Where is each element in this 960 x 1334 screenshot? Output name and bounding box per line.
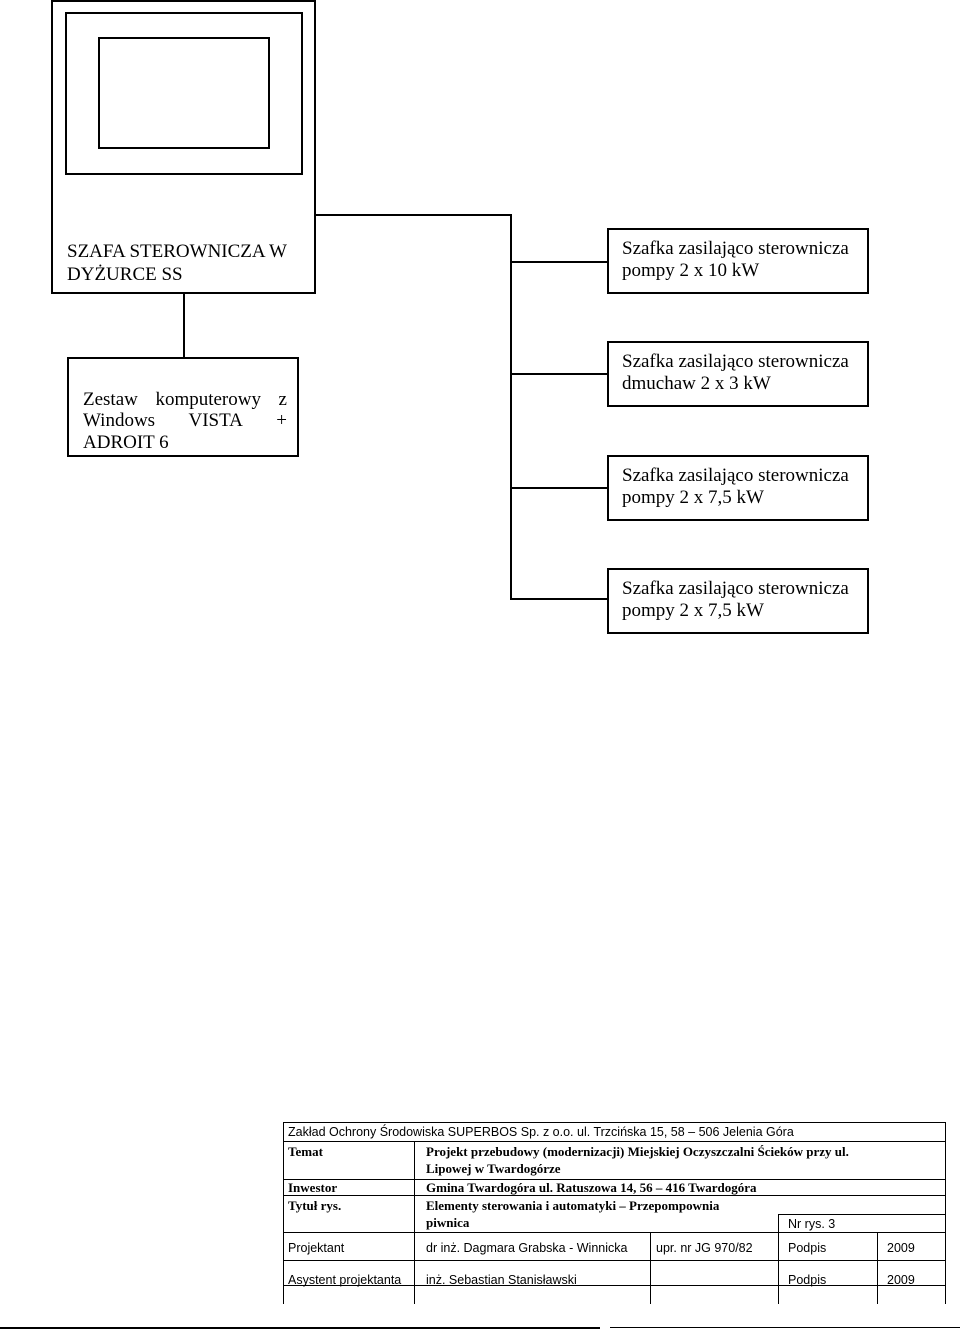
link-cabinet-2 [510,373,608,375]
tb-rule-5 [283,1260,946,1261]
cabinet-2-line2: dmuchaw 2 x 3 kW [622,373,771,394]
tb-asystent-name: inż. Sebastian Stanisławski [426,1273,577,1287]
tb-vrule-year [877,1232,878,1304]
computer-word-1: Zestaw [83,389,138,410]
tb-top-border [283,1122,946,1123]
page-bottom-rule-right [610,1327,960,1328]
computer-word-6: + [276,410,287,431]
tb-vrule-podpis [778,1232,779,1304]
cabinet-box-4 [607,568,869,634]
computer-label-line1: Zestaw komputerowy z [83,389,287,411]
link-cabinet-4 [510,598,608,600]
tb-rule-1 [283,1141,946,1142]
cabinet-1-line1: Szafka zasilająco sterownicza [622,238,849,259]
tb-vrule-label [414,1141,415,1304]
tb-vrule-upr [650,1232,651,1304]
bus-main-vertical [510,214,512,600]
computer-word-2: komputerowy [155,389,261,410]
cabinet-4-line2: pompy 2 x 7,5 kW [622,600,764,621]
tb-projektant-name: dr inż. Dagmara Grabska - Winnicka [426,1241,628,1255]
cabinet-box-1 [607,228,869,294]
bus-top-horizontal [316,214,512,216]
cabinet-box-3 [607,455,869,521]
tb-temat-line2: Lipowej w Twardogórze [426,1161,561,1176]
main-cabinet-label-line2: DYŻURCE SS [67,264,183,285]
cabinet-1-line2: pompy 2 x 10 kW [622,260,760,281]
tb-podpis-label-1: Podpis [788,1241,827,1255]
tb-projektant-upr: upr. nr JG 970/82 [656,1241,753,1255]
link-cabinet-3 [510,487,608,489]
main-cabinet-label-line1: SZAFA STEROWNICZA W [67,241,287,262]
cabinet-2-line1: Szafka zasilająco sterownicza [622,351,849,372]
tb-year-1: 2009 [887,1241,915,1255]
tb-nr-rys: Nr rys. 3 [788,1217,836,1231]
page-bottom-rule-left [0,1327,600,1329]
link-computer [183,294,185,358]
tb-temat-line1: Projekt przebudowy (modernizacji) Miejsk… [426,1144,849,1159]
tb-tytul-line2: piwnica [426,1215,470,1230]
tb-podpis-label-2: Podpis [788,1273,827,1287]
link-cabinet-1 [510,261,608,263]
tb-right-border [945,1122,946,1304]
tb-asystent-label: Asystent projektanta [288,1273,402,1287]
computer-word-4: Windows [83,410,156,431]
tb-left-border [283,1122,284,1304]
tb-inwestor-value: Gmina Twardogóra ul. Ratuszowa 14, 56 – … [426,1180,757,1195]
computer-word-3: z [278,389,287,410]
main-cabinet-screen-inner [98,37,270,149]
tb-rule-2 [283,1179,946,1180]
title-block: Zakład Ochrony Środowiska SUPERBOS Sp. z… [283,1122,946,1304]
tb-year-2: 2009 [887,1273,915,1287]
tb-projektant-label: Projektant [288,1241,345,1255]
computer-label-line2: Windows VISTA + [83,410,287,432]
cabinet-box-2 [607,341,869,407]
computer-box [67,357,299,457]
tb-company: Zakład Ochrony Środowiska SUPERBOS Sp. z… [288,1125,794,1139]
cabinet-3-line2: pompy 2 x 7,5 kW [622,487,764,508]
computer-word-5: VISTA [188,410,243,431]
tb-rule-6 [283,1285,946,1286]
tb-vrule-nr-top [778,1214,946,1215]
tb-inwestor-label: Inwestor [288,1180,338,1195]
tb-tytul-line1: Elementy sterowania i automatyki – Przep… [426,1198,720,1213]
cabinet-4-line1: Szafka zasilająco sterownicza [622,578,849,599]
tb-temat-label: Temat [288,1144,323,1159]
computer-label-line3: ADROIT 6 [83,432,169,453]
cabinet-3-line1: Szafka zasilająco sterownicza [622,465,849,486]
tb-rule-4 [283,1232,946,1233]
tb-vrule-nr [778,1214,779,1232]
tb-tytul-label: Tytuł rys. [288,1198,342,1213]
tb-rule-3 [283,1195,946,1196]
